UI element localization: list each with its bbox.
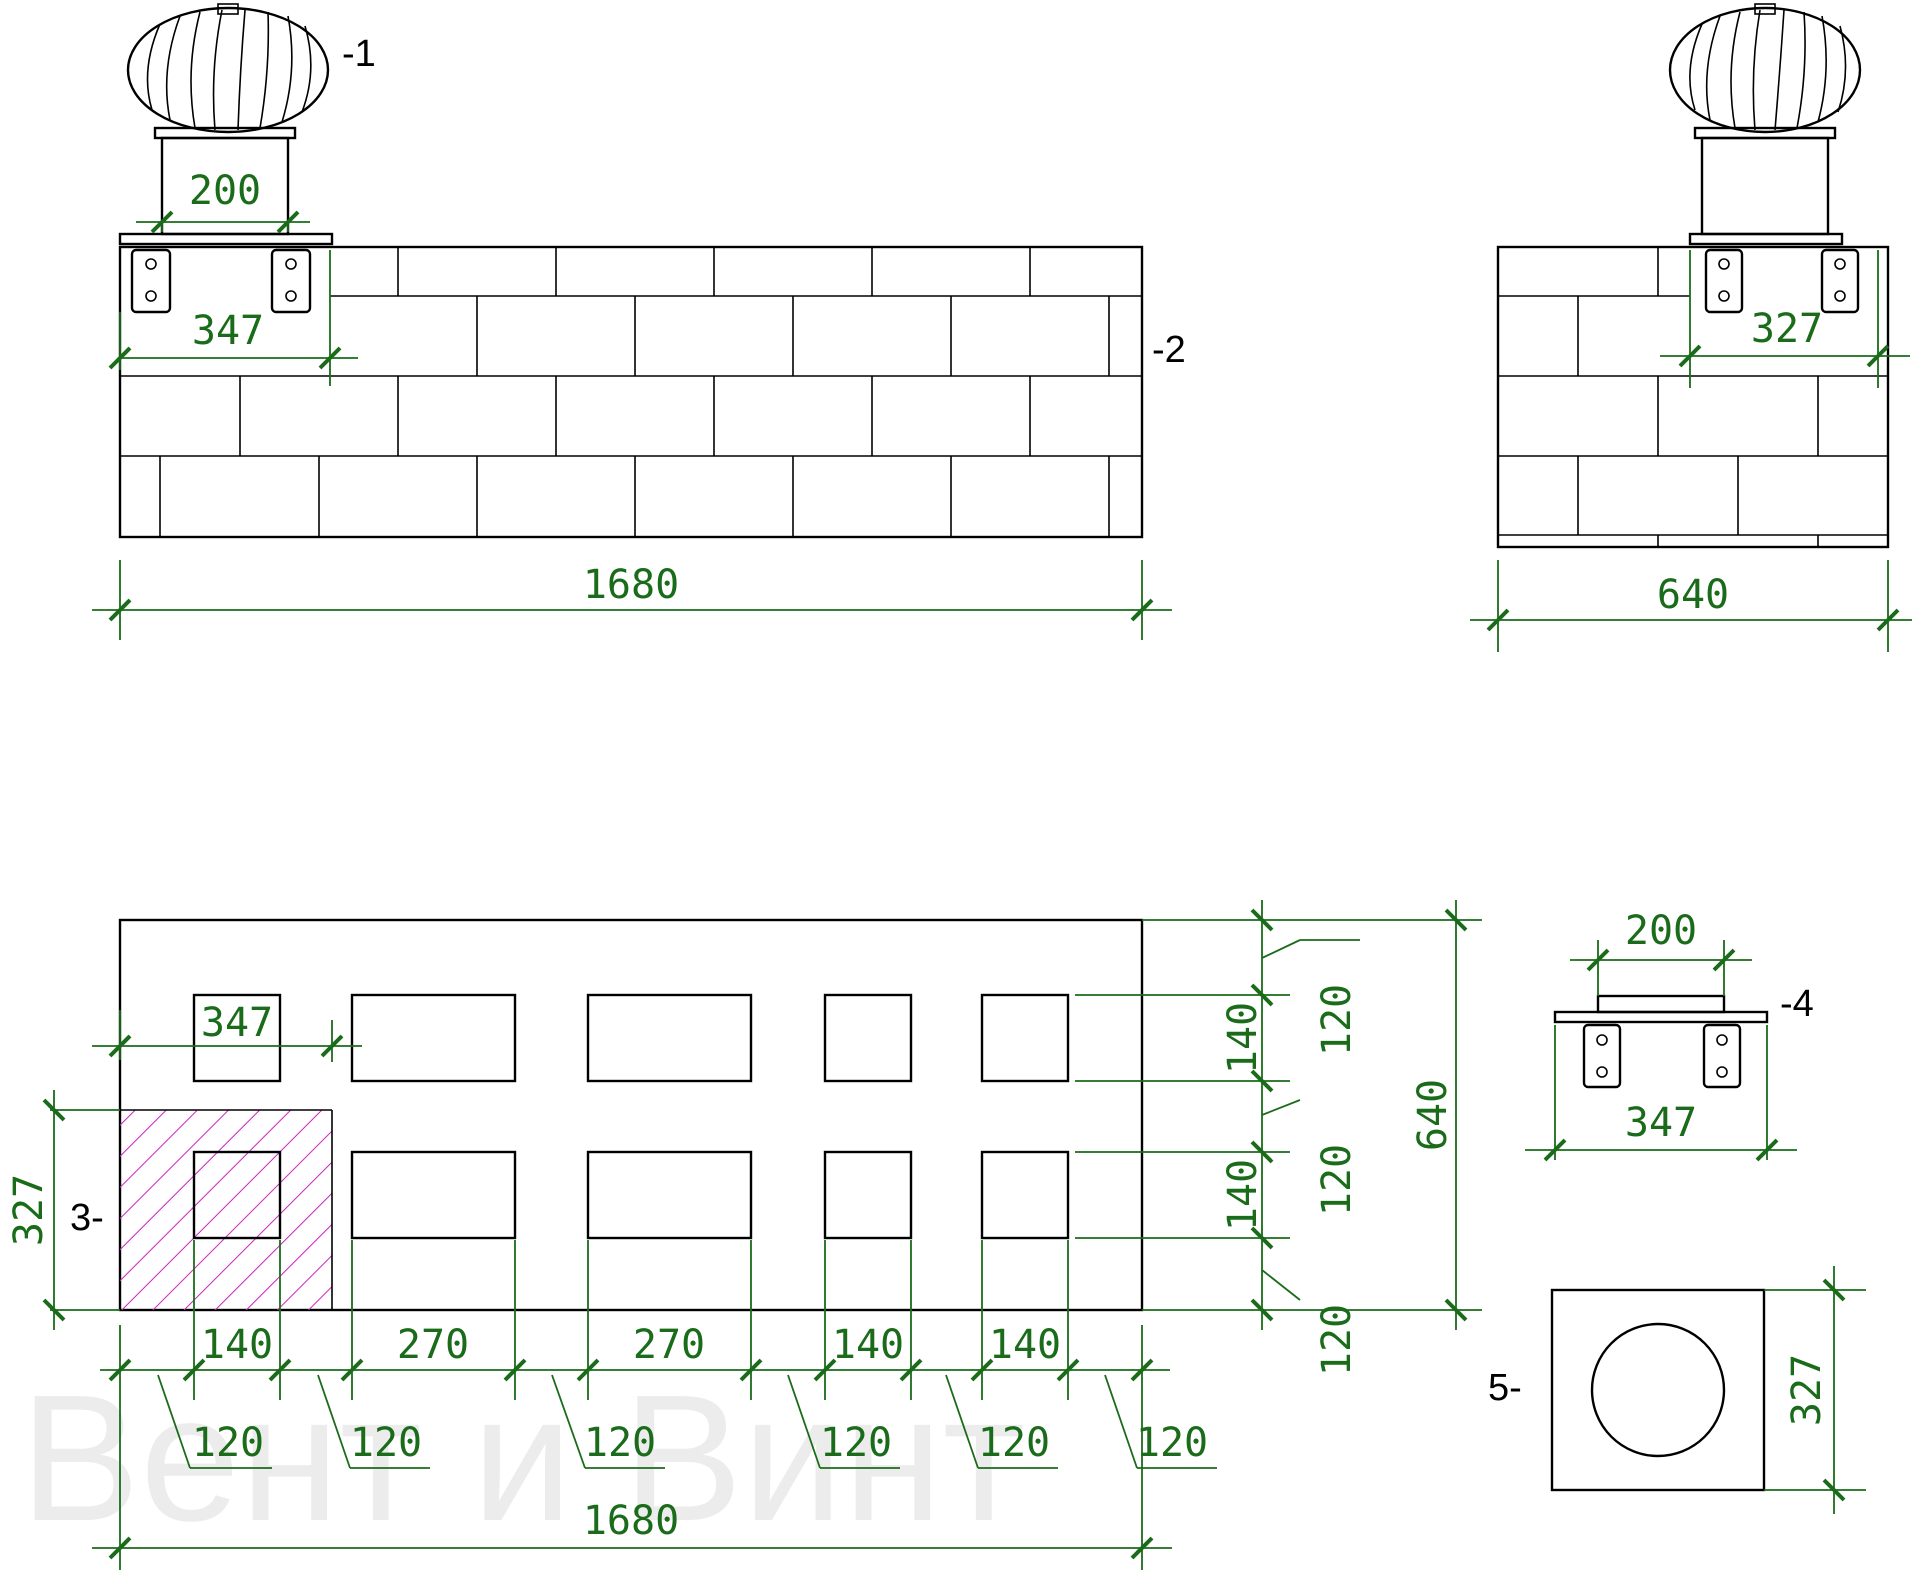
dim-327-detail5: 327 — [1784, 1354, 1830, 1426]
dim-347-front: 347 — [192, 308, 264, 354]
callout-3: 3- — [70, 1197, 104, 1239]
callout-2: -2 — [1152, 329, 1186, 371]
detail-4: 200 347 -4 — [1525, 908, 1814, 1162]
side-dimensions — [1470, 250, 1912, 652]
dim-gap-3: 120 — [584, 1420, 656, 1466]
hatched-mount-area — [120, 1110, 332, 1310]
plan-dimensions — [42, 900, 1482, 1570]
plan-openings — [192, 993, 1070, 1240]
mounting-bracket-icon — [130, 248, 312, 314]
dim-640-side: 640 — [1657, 572, 1729, 618]
dim-120-plan-upper: 120 — [1314, 984, 1360, 1056]
dim-327-plan: 327 — [6, 1174, 52, 1246]
callout-5: 5- — [1488, 1367, 1522, 1409]
dim-327-side: 327 — [1751, 306, 1823, 352]
dim-120-plan-mid: 120 — [1314, 1144, 1360, 1216]
detail-5: 327 5- — [1488, 1266, 1866, 1514]
dim-gap-4: 120 — [820, 1420, 892, 1466]
dim-140-plan-upper: 140 — [1220, 1002, 1266, 1074]
plan-view: 347 327 140 120 140 120 120 640 140 270 … — [6, 900, 1482, 1570]
dim-200-detail4: 200 — [1625, 908, 1697, 954]
round-opening — [1590, 1322, 1726, 1458]
mounting-plate — [118, 232, 334, 246]
dim-bottom-4: 140 — [832, 1322, 904, 1368]
callout-1: -1 — [342, 33, 376, 75]
dim-bottom-2: 270 — [397, 1322, 469, 1368]
dim-1680-plan: 1680 — [583, 1498, 679, 1544]
dim-347-plan: 347 — [201, 1000, 273, 1046]
dim-gap-6: 120 — [1136, 1420, 1208, 1466]
dim-140-plan-lower: 140 — [1220, 1159, 1266, 1231]
dim-347-detail4: 347 — [1625, 1100, 1697, 1146]
brick-wall-side — [1496, 245, 1890, 549]
front-view: 200 347 1680 -1 -2 — [92, 3, 1186, 640]
side-view: 327 640 — [1470, 3, 1912, 652]
dim-bottom-5: 140 — [989, 1322, 1061, 1368]
mounting-bracket-icon — [1582, 1023, 1742, 1089]
dim-gap-1: 120 — [192, 1420, 264, 1466]
turbine-ventilator-icon — [126, 3, 330, 236]
mounting-bracket-icon — [1704, 248, 1860, 314]
dim-200-front: 200 — [189, 168, 261, 214]
dim-bottom-3: 270 — [633, 1322, 705, 1368]
callout-4: -4 — [1780, 983, 1814, 1025]
dim-bottom-1: 140 — [201, 1322, 273, 1368]
brick-wall — [118, 245, 1144, 539]
dim-1680-front: 1680 — [583, 562, 679, 608]
dim-640-plan: 640 — [1410, 1079, 1456, 1151]
front-dimensions — [92, 210, 1172, 640]
turbine-ventilator-icon — [1668, 3, 1862, 236]
dim-gap-5: 120 — [978, 1420, 1050, 1466]
dim-gap-2: 120 — [350, 1420, 422, 1466]
dim-120-plan-bottom: 120 — [1314, 1304, 1360, 1376]
